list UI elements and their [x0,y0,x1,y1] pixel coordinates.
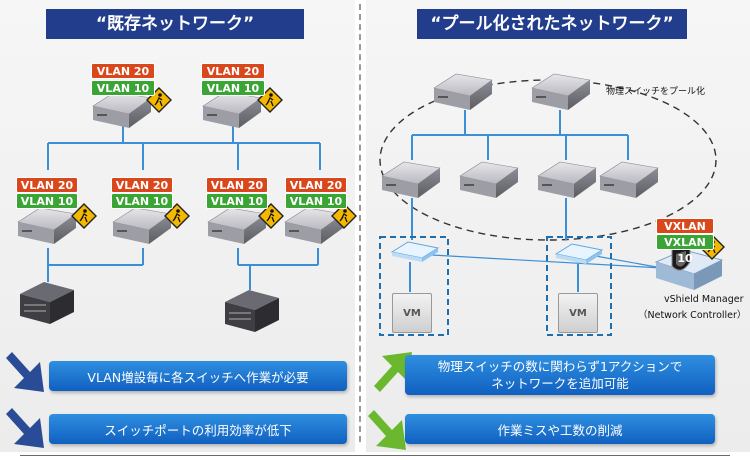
vm-icon: VM [558,293,598,333]
vlan20-tag: VLAN 20 [111,177,173,193]
vlan10-tag: VLAN 10 [16,193,78,209]
panel-divider [359,4,361,442]
vm-host-group [379,236,449,336]
vlan10-tag: VLAN 10 [201,80,265,96]
left-banner-2: スイッチポートの利用効率が低下 [49,414,347,444]
vxlan20-tag: VXLAN 20 [656,218,714,249]
vlan20-tag: VLAN 20 [201,63,265,79]
bottom-rule [20,455,730,456]
vlan20-tag: VLAN 20 [16,177,78,193]
switch-icon [381,161,441,199]
switch-icon [433,73,493,111]
switch-icon [202,91,262,129]
vxlan10-tag: VXLAN 10 [656,234,714,265]
switch-icon [531,73,591,111]
right-banner-1-line1: 物理スイッチの数に関わらず1アクションで [437,359,683,374]
right-banner-1-line2: ネットワークを追加可能 [491,376,629,391]
virtual-switch-icon [555,243,603,265]
right-banner-1: 物理スイッチの数に関わらず1アクションで ネットワークを追加可能 [405,355,715,395]
pooled-network-title: “プール化されたネットワーク” [417,9,687,39]
vlan10-tag: VLAN 10 [91,80,155,96]
existing-network-title: “既存ネットワーク” [46,9,304,39]
switch-icon [112,207,172,245]
vm-host-group [546,236,612,336]
pool-label: 物理スイッチをプール化 [606,87,706,97]
manager-sublabel: （Network Controller） [638,310,747,321]
right-links [411,110,629,240]
arrow-down-icon [368,410,406,450]
vlan10-tag: VLAN 10 [285,193,347,209]
switch-icon [207,207,267,245]
switch-icon [599,161,659,199]
left-banner-1: VLAN増設毎に各スイッチへ作業が必要 [49,361,347,391]
vlan10-tag: VLAN 10 [111,193,173,209]
server-icon [225,290,279,332]
vlan20-tag: VLAN 20 [91,63,155,79]
vlan10-tag: VLAN 10 [206,193,268,209]
left-links [47,125,321,290]
arrow-down-icon [6,352,44,392]
arrow-down-icon [6,408,44,448]
right-banner-2: 作業ミスや工数の削減 [405,414,715,444]
vlan20-tag: VLAN 20 [206,177,268,193]
vlan20-tag: VLAN 20 [285,177,347,193]
server-icon [20,282,74,324]
switch-icon [17,207,77,245]
manager-label: vShield Manager [664,294,744,305]
switch-icon [537,161,597,199]
virtual-switch-icon [391,241,439,263]
arrow-up-icon [374,352,412,392]
switch-icon [459,161,519,199]
shield-icon [654,243,724,290]
manager-links [431,254,663,269]
vm-icon: VM [392,293,432,333]
switch-icon [92,91,152,129]
